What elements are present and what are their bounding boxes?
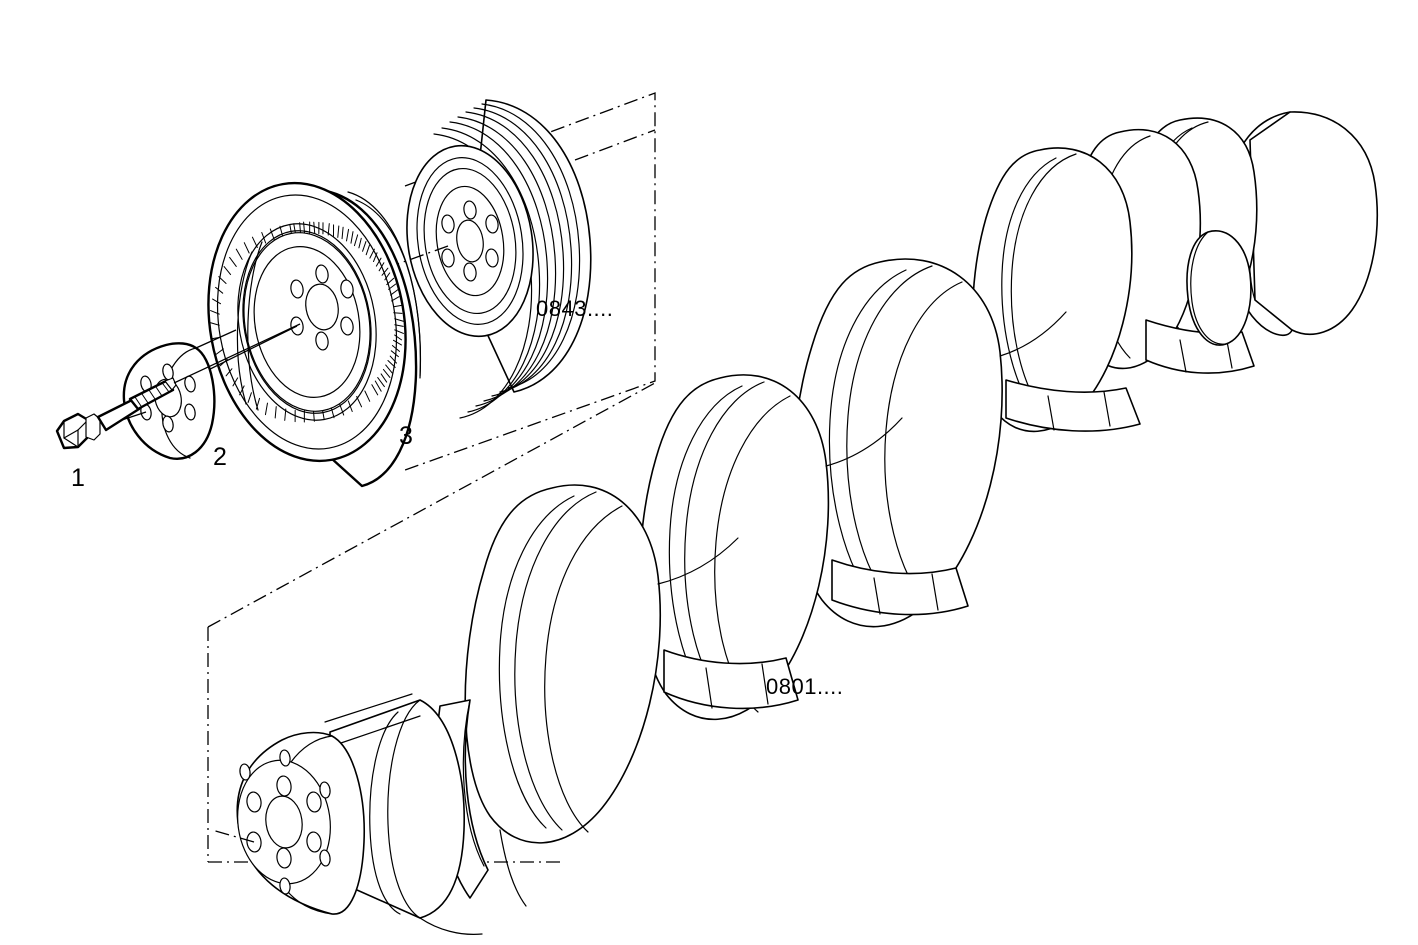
item-number-1: 1: [71, 464, 85, 492]
leader-bolt-alignment: [173, 323, 301, 384]
crank-pin-4: [1186, 230, 1252, 346]
leader-crankshaft-flange: [211, 829, 255, 843]
flywheel-ring-gear: [207, 181, 422, 488]
callout-label-0843: 0843....: [536, 296, 613, 321]
callout-label-0801: 0801....: [766, 674, 843, 699]
leader-item-2: [195, 329, 237, 349]
crank-throw-center: [792, 258, 1003, 628]
crankshaft-assembly: [236, 111, 1378, 935]
belt-pulley-damper: [406, 99, 592, 419]
item-number-2: 2: [213, 443, 227, 471]
main-journal-3: [1005, 379, 1141, 432]
main-journal-1: [663, 649, 799, 710]
crankshaft-front-flange: [236, 731, 366, 915]
flange-bolt: [55, 377, 177, 450]
leader-pulley: [391, 129, 656, 267]
crankshaft-front-throw: [464, 484, 661, 844]
crankshaft-front-snout: [324, 693, 465, 919]
item-number-3: 3: [399, 422, 413, 450]
main-journal-2: [831, 559, 969, 616]
